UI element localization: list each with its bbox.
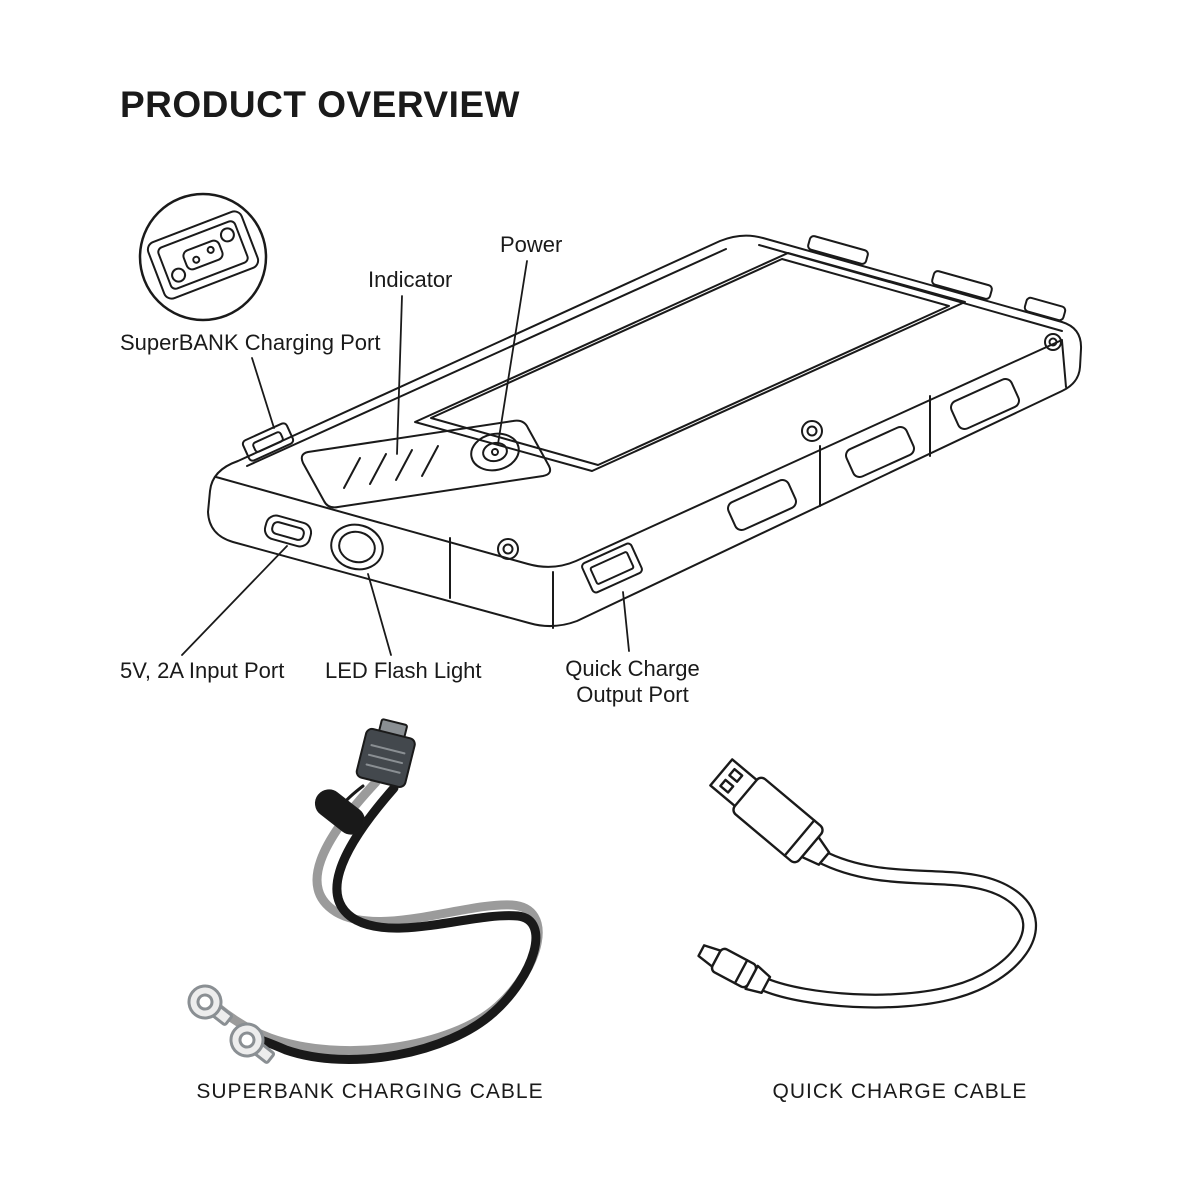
- led-flashlight: [330, 523, 384, 571]
- ring-terminal: [187, 984, 234, 1026]
- charging-port-callout: [138, 192, 268, 322]
- bumper: [931, 270, 993, 300]
- caption-quick-charge-cable: QUICK CHARGE CABLE: [772, 1080, 1028, 1103]
- label-superbank-charging-port: SuperBANK Charging Port: [120, 330, 381, 355]
- screw-icon: [497, 333, 1062, 560]
- leader-line: [251, 357, 275, 429]
- label-input-port: 5V, 2A Input Port: [120, 658, 285, 683]
- charging-plug: [355, 718, 416, 789]
- power-button: [470, 432, 520, 472]
- cable-core: [760, 850, 1035, 1007]
- superbank-charging-port: [241, 422, 295, 462]
- label-indicator: Indicator: [368, 267, 453, 292]
- label-quick-charge-line1: Quick Charge: [565, 656, 700, 681]
- superbank-cable-illustration: [187, 718, 543, 1064]
- leader-line: [367, 573, 392, 656]
- quick-charge-output-port: [581, 542, 643, 594]
- caption-superbank-cable: SUPERBANK CHARGING CABLE: [196, 1080, 544, 1103]
- label-quick-charge-output-port: Quick Charge Output Port: [545, 656, 720, 708]
- usb-a-connector: [709, 758, 831, 866]
- label-led-flash-light: LED Flash Light: [325, 658, 482, 683]
- leader-line: [396, 295, 403, 455]
- bumper: [807, 235, 869, 265]
- line-art: [138, 192, 1083, 1064]
- device-illustration: [207, 234, 1083, 629]
- leader-lines: [181, 260, 630, 656]
- leader-line: [497, 260, 528, 445]
- callout-circle-icon: [138, 192, 268, 322]
- top-panel: [414, 252, 966, 472]
- leader-line: [622, 591, 630, 652]
- rubber-cap: [314, 789, 366, 835]
- quick-charge-cable-illustration: [697, 758, 1038, 1009]
- bumper: [1023, 296, 1067, 322]
- side-pads: [449, 377, 1020, 599]
- label-power: Power: [500, 232, 563, 257]
- micro-usb-connector: [697, 944, 772, 995]
- input-port: [263, 514, 313, 548]
- label-quick-charge-line2: Output Port: [576, 682, 689, 707]
- leader-line: [181, 545, 288, 656]
- ring-terminal: [229, 1022, 276, 1064]
- indicator-slots: [343, 445, 439, 489]
- device-body: [207, 234, 1083, 627]
- page-title: PRODUCT OVERVIEW: [120, 84, 520, 125]
- cable-wire-black: [249, 783, 541, 1064]
- indicator-plate: [300, 419, 552, 509]
